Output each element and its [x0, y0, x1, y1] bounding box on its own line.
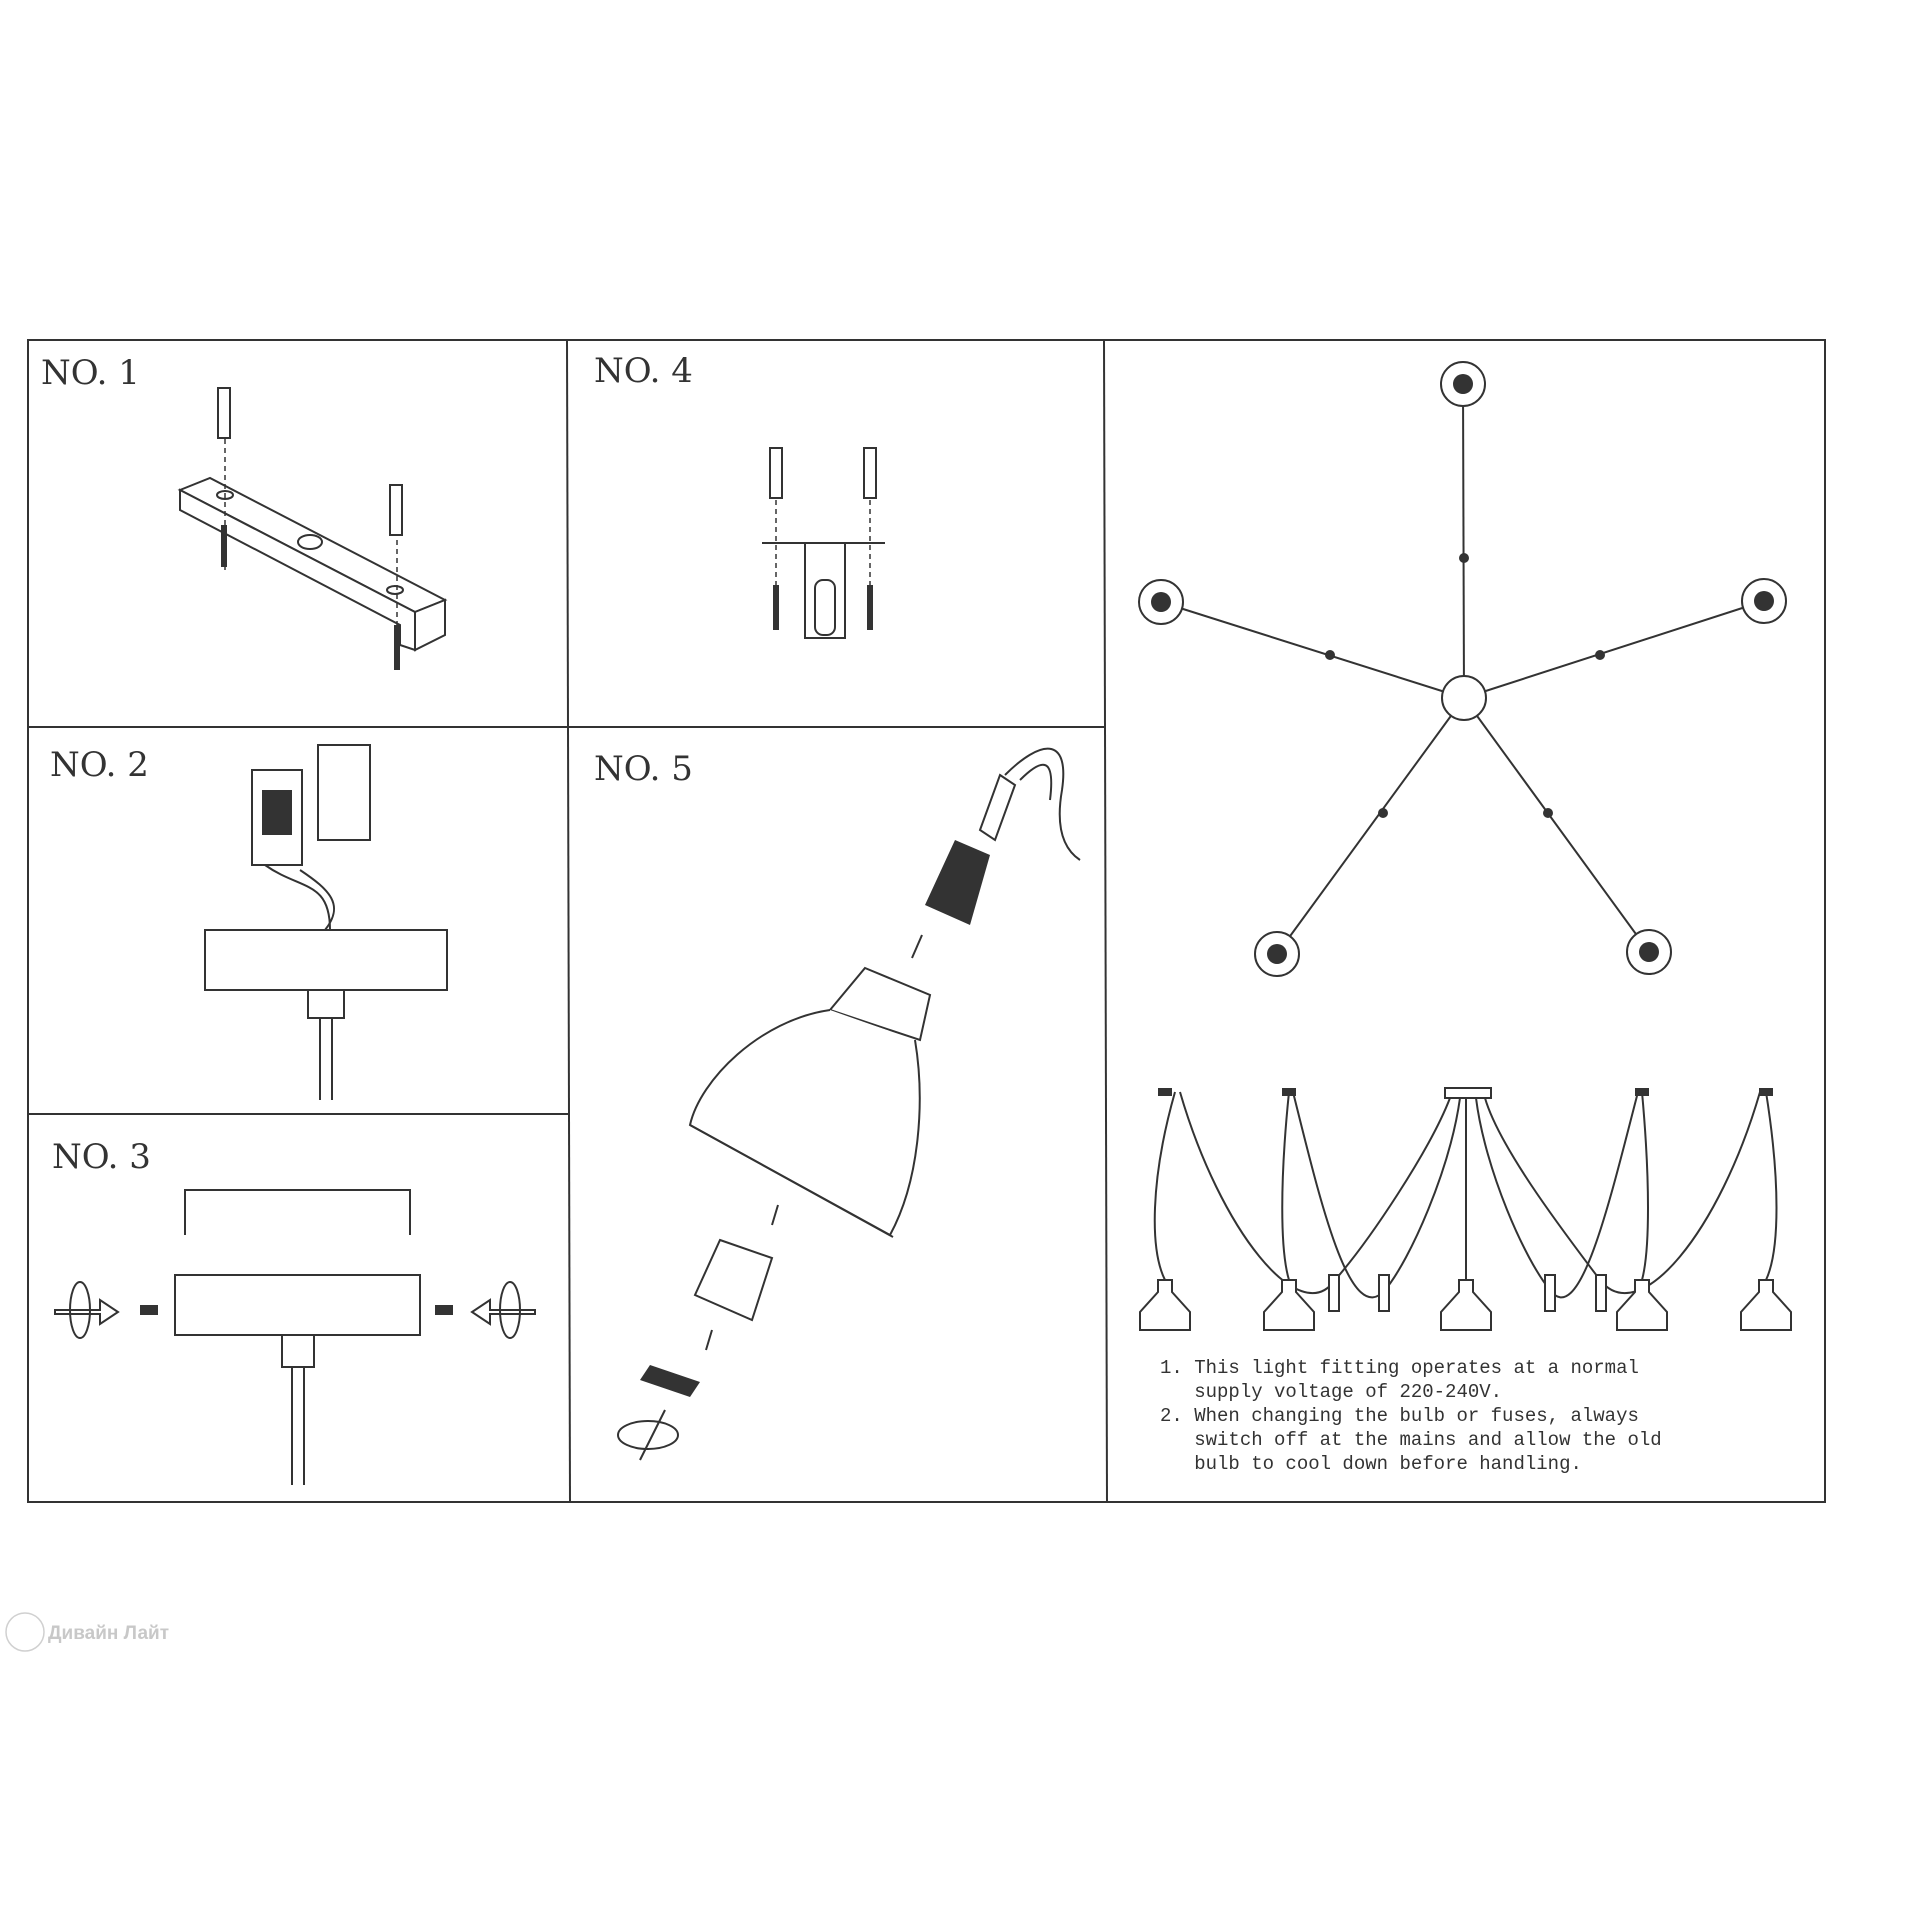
- shade-assembly-illustration: [617, 747, 1081, 1461]
- panel-label-no3: NO. 3: [52, 1137, 151, 1177]
- canopy-fixing-illustration: [54, 1189, 536, 1485]
- sun-logo-icon: [5, 1612, 45, 1652]
- note-line: switch off at the mains and allow the ol…: [1160, 1429, 1662, 1451]
- watermark: Дивайн Лайт: [5, 1612, 169, 1652]
- wiring-illustration: [204, 744, 448, 1100]
- panel-label-no1: NO. 1: [41, 353, 140, 393]
- watermark-text: Дивайн Лайт: [48, 1623, 169, 1644]
- safety-notes: 1. This light fitting operates at a norm…: [1160, 1357, 1662, 1475]
- note-line: 2. When changing the bulb or fuses, alwa…: [1160, 1405, 1639, 1427]
- mounting-bracket-illustration: [177, 387, 448, 670]
- note-line: supply voltage of 220-240V.: [1160, 1381, 1502, 1403]
- panel-label-no5: NO. 5: [594, 749, 693, 789]
- note-line: 1. This light fitting operates at a norm…: [1160, 1357, 1639, 1379]
- panel-grid: [27, 339, 1826, 1503]
- chandelier-top-view: [1138, 361, 1787, 977]
- panel-label-no4: NO. 4: [594, 351, 693, 391]
- chandelier-side-view: [1139, 1087, 1792, 1331]
- note-line: bulb to cool down before handling.: [1160, 1453, 1582, 1475]
- panel-label-no2: NO. 2: [50, 745, 149, 785]
- bracket-mount-illustration: [762, 447, 885, 639]
